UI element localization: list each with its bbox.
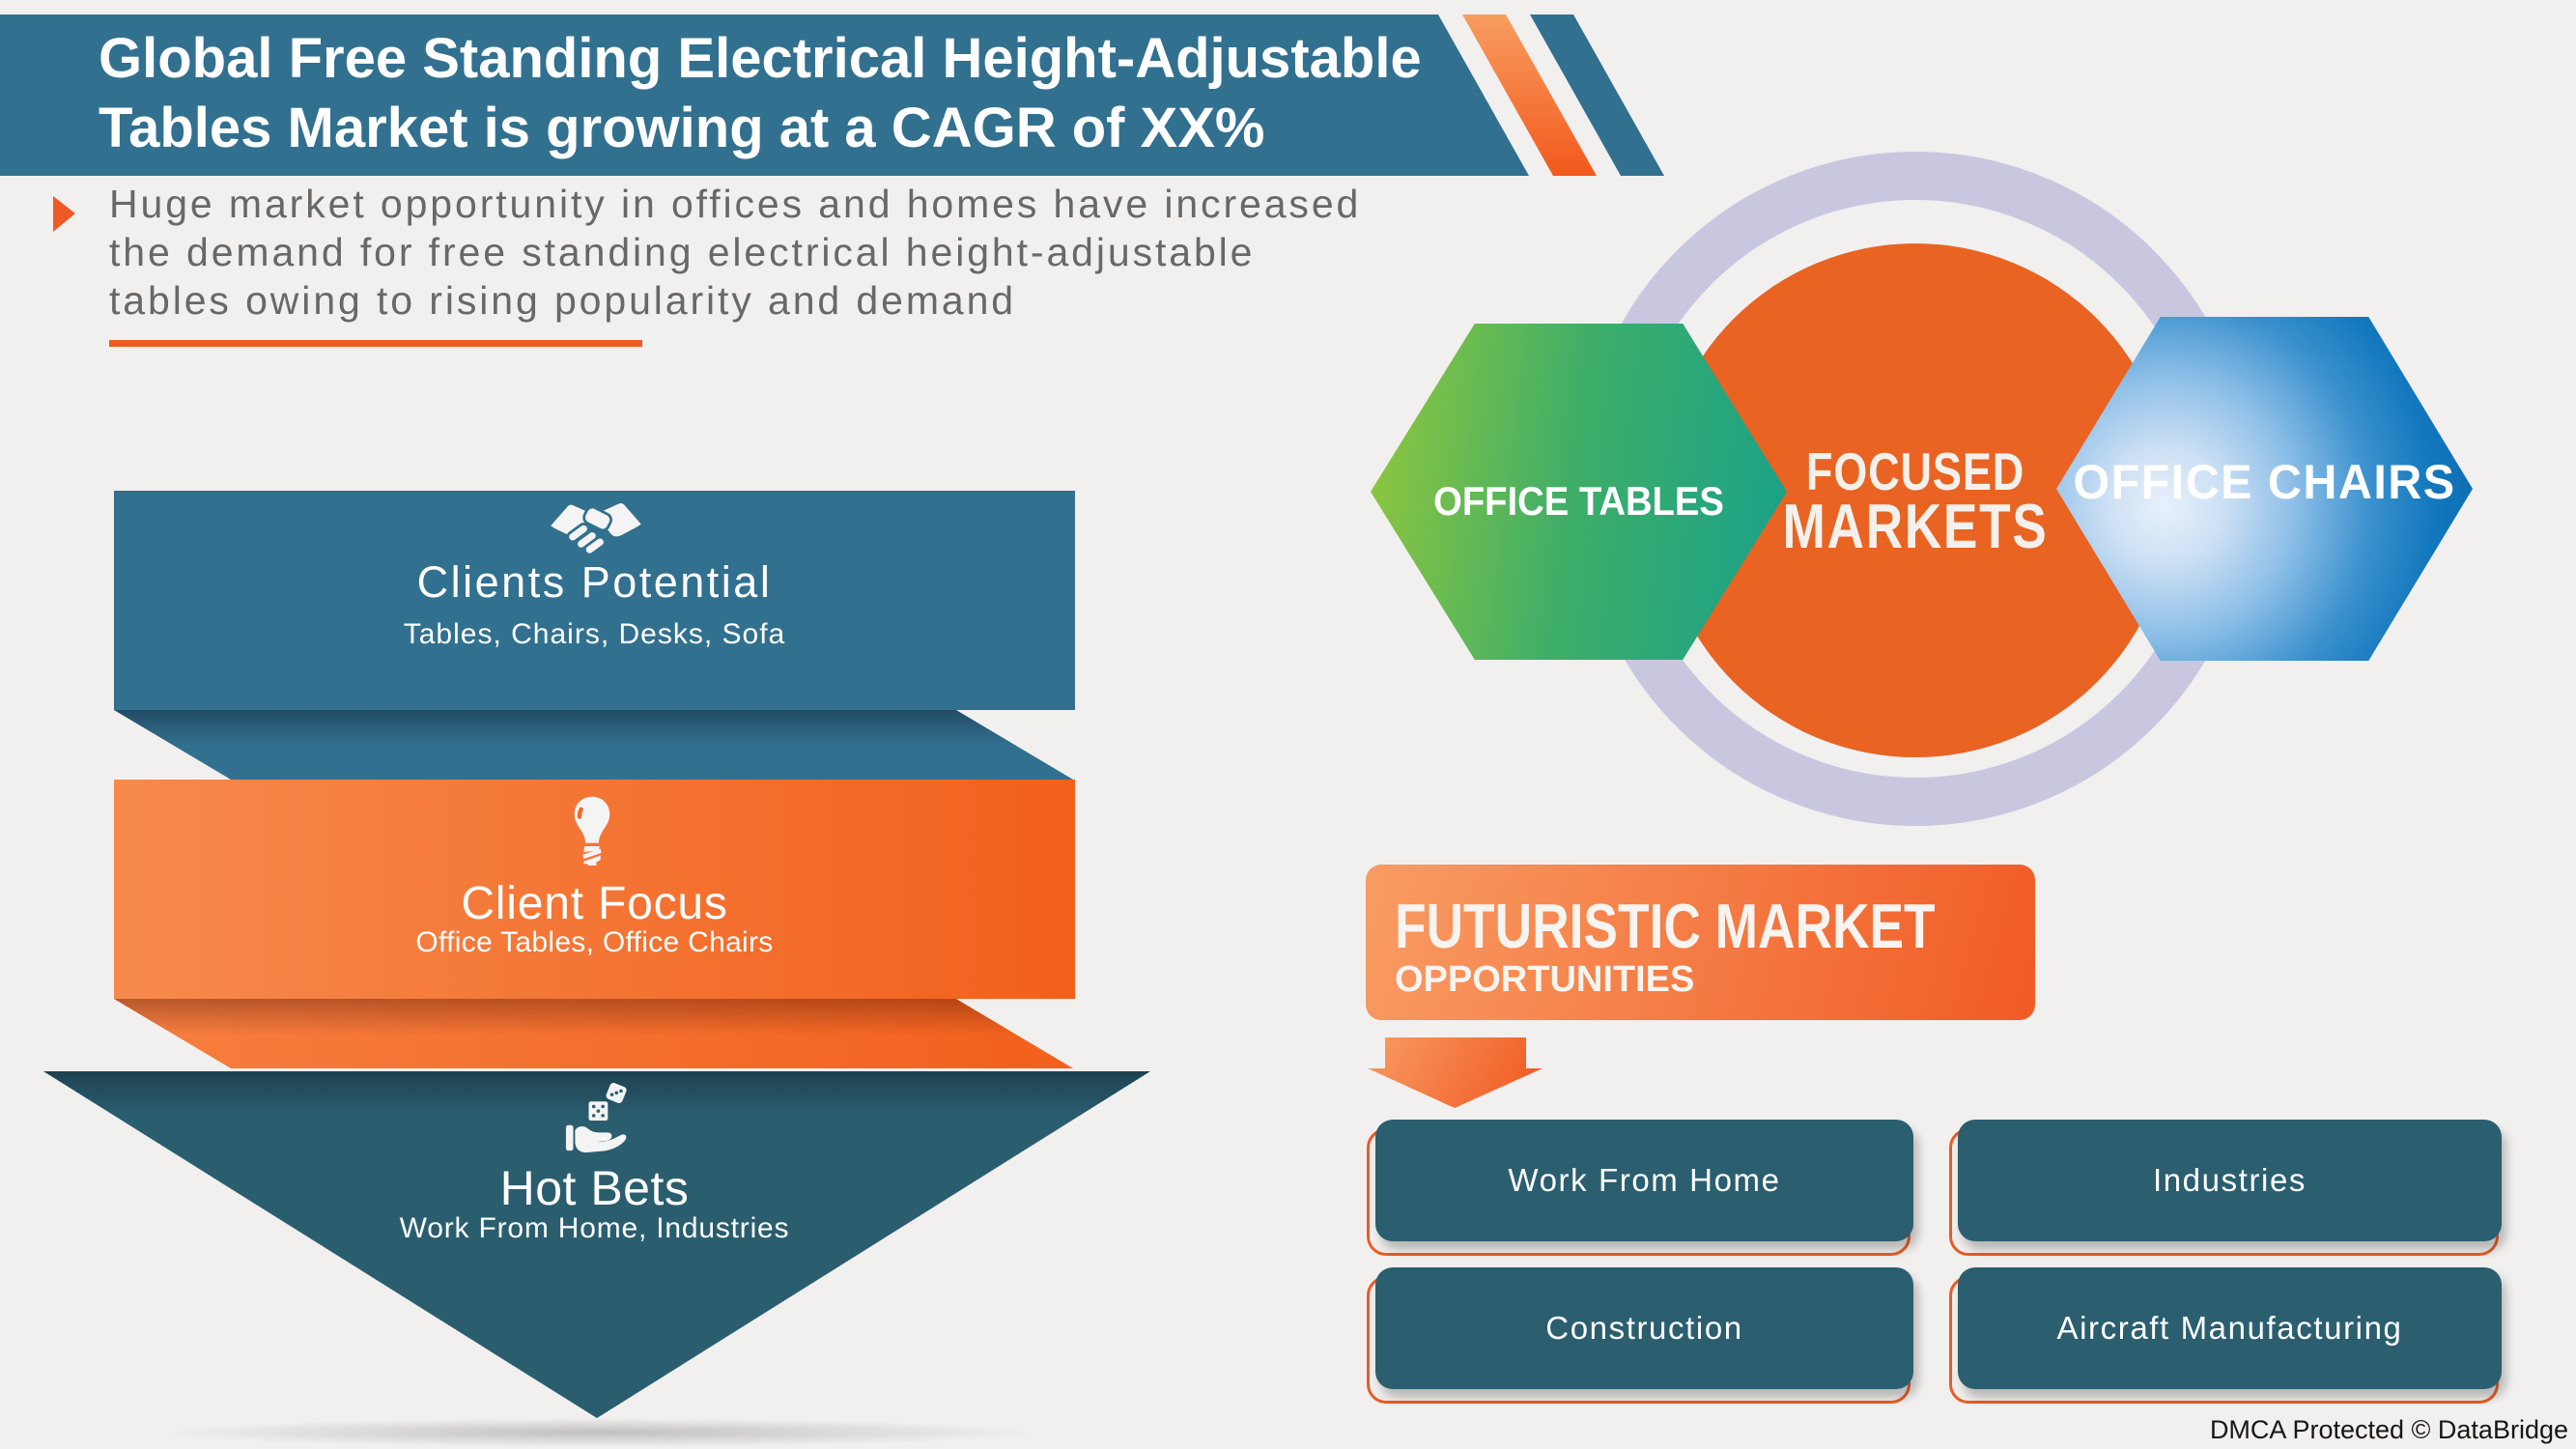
handshake-icon (548, 497, 644, 556)
lightbulb-icon (573, 790, 611, 877)
opportunity-box-industries: Industries (1949, 1120, 2502, 1256)
office-tables-hexagon (1371, 324, 1787, 660)
page-title-line1: Global Free Standing Electrical Height-A… (99, 27, 1422, 90)
intro-underline (109, 340, 642, 347)
intro-paragraph: Huge market opportunity in offices and h… (109, 180, 1361, 325)
funnel-fold-blue (114, 710, 1073, 780)
opportunity-label: Industries (2152, 1162, 2307, 1198)
funnel-level-2-title: Client Focus (461, 878, 728, 929)
opportunity-box-construction: Construction (1367, 1267, 1913, 1404)
funnel-level-1-title: Clients Potential (416, 557, 773, 607)
focused-markets-line1: FOCUSED (1805, 441, 2025, 501)
funnel-shadow (155, 1418, 1043, 1447)
opportunity-label: Construction (1545, 1310, 1743, 1346)
bullet-arrow-icon (53, 196, 75, 232)
funnel-level-1-subtitle: Tables, Chairs, Desks, Sofa (403, 618, 786, 650)
funnel-level-3-title: Hot Bets (499, 1161, 690, 1215)
focused-markets-line2: MARKETS (1782, 491, 2049, 561)
page-title-line2: Tables Market is growing at a CAGR of XX… (99, 97, 1265, 159)
opportunity-label: Work From Home (1508, 1162, 1781, 1198)
funnel-fold-orange (114, 999, 1073, 1068)
intro-line1: Huge market opportunity in offices and h… (109, 182, 1362, 226)
office-chairs-label: OFFICE CHAIRS (2073, 455, 2456, 509)
opportunity-box-aircraft-manufacturing: Aircraft Manufacturing (1949, 1267, 2502, 1404)
dmca-watermark: DMCA Protected © DataBridge (2209, 1415, 2568, 1444)
futuristic-market-subtitle: OPPORTUNITIES (1395, 959, 1695, 1000)
page-title: Global Free Standing Electrical Height-A… (99, 24, 1480, 163)
futuristic-market-box (1366, 865, 2035, 1020)
office-tables-label: OFFICE TABLES (1433, 478, 1724, 524)
funnel-level-3-subtitle: Work From Home, Industries (399, 1212, 790, 1244)
hand-dice-icon (565, 1083, 629, 1160)
intro-line3: tables owing to rising popularity and de… (109, 278, 1016, 323)
intro-line2: the demand for free standing electrical … (109, 230, 1256, 274)
opportunity-label: Aircraft Manufacturing (2056, 1310, 2403, 1346)
down-arrow-icon (1368, 1037, 1543, 1108)
header-banner (0, 14, 1529, 176)
futuristic-market-title: FUTURISTIC MARKET (1395, 891, 1936, 961)
funnel-level-2-subtitle: Office Tables, Office Chairs (415, 926, 774, 958)
opportunity-box-work-from-home: Work From Home (1367, 1120, 1913, 1256)
